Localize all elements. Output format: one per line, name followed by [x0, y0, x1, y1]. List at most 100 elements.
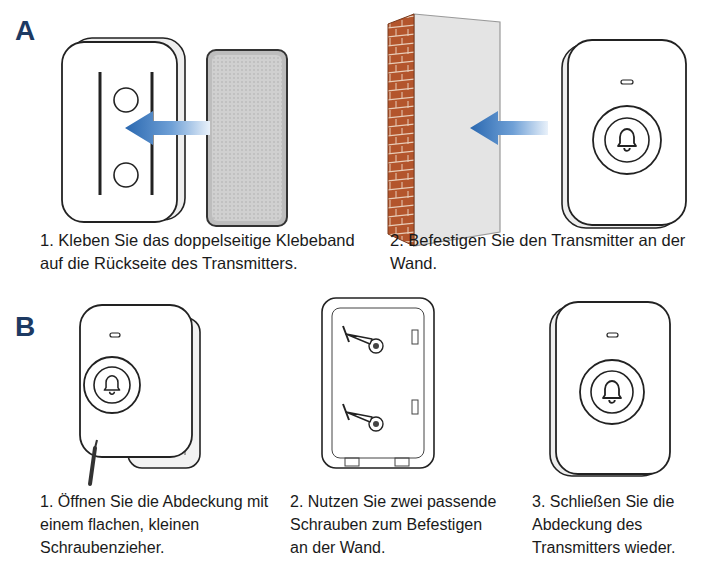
- transmitter-opened: [80, 305, 200, 484]
- illustration-part: [390, 38, 391, 45]
- illustration-part: [386, 223, 416, 226]
- illustration-part: [396, 83, 397, 90]
- illustration-part: [556, 302, 670, 474]
- illustration-part: [386, 88, 416, 91]
- illustration-part: [322, 298, 434, 468]
- illustration-part: [386, 160, 416, 163]
- illustration-part: [95, 440, 97, 448]
- illustration-part: [388, 14, 414, 246]
- illustration-part: [80, 305, 192, 457]
- illustration-part: [386, 25, 416, 28]
- transmitter-closed: [550, 302, 670, 476]
- step-caption: 2. Befestigen Sie den Transmitter an der…: [390, 229, 692, 275]
- illustration-part: [568, 40, 686, 225]
- illustration-part: [343, 404, 349, 420]
- step-caption: 3. Schließen Sie die Abdeckung des Trans…: [532, 490, 704, 559]
- illustration-part: [621, 80, 633, 84]
- illustration-part: [390, 74, 391, 81]
- illustration-part: [110, 333, 120, 337]
- illustration-part: [390, 200, 391, 207]
- illustration-part: [396, 137, 397, 144]
- illustration-part: [591, 371, 633, 413]
- illustration-part: [386, 178, 416, 181]
- illustration-part: [386, 7, 416, 10]
- illustration-part: [212, 55, 282, 221]
- illustration-part: [386, 196, 416, 199]
- step-caption: 1. Kleben Sie das doppelseitige Klebeban…: [40, 229, 382, 275]
- illustration-part: [104, 376, 119, 395]
- illustration-part: [386, 151, 416, 154]
- illustration-part: [396, 11, 397, 18]
- illustration-part: [94, 367, 130, 403]
- step-caption: 1. Öffnen Sie die Abdeckung mit einem fl…: [40, 490, 278, 559]
- illustration-part: [386, 205, 416, 208]
- illustration-part: [125, 111, 210, 145]
- illustration-part: [90, 448, 95, 484]
- back-plate: [322, 298, 434, 468]
- illustration-part: [390, 146, 391, 153]
- illustration-part: [386, 7, 416, 252]
- illustration-part: [396, 155, 397, 162]
- illustration-part: [396, 65, 397, 72]
- illustration-part: [346, 412, 372, 422]
- illustration-part: [390, 92, 391, 99]
- illustration-part: [396, 191, 397, 198]
- illustration-part: [618, 129, 636, 151]
- illustration-part: [580, 360, 644, 424]
- illustration-part: [207, 50, 287, 226]
- illustration-part: [386, 106, 416, 109]
- illustration-part: [386, 52, 416, 55]
- illustration-part: [396, 209, 397, 216]
- illustration-part: [470, 111, 548, 145]
- illustration-part: [386, 61, 416, 64]
- illustration-part: [390, 218, 391, 225]
- illustration-part: [395, 458, 409, 466]
- illustration-part: [114, 88, 138, 112]
- illustration-part: [386, 79, 416, 82]
- illustration-part: [390, 182, 391, 189]
- illustration-part: [386, 142, 416, 145]
- illustration-part: [343, 326, 349, 342]
- section-letter: A: [15, 14, 55, 48]
- illustration-part: [386, 97, 416, 100]
- illustration-part: [396, 119, 397, 126]
- illustration-part: [386, 115, 416, 118]
- illustration-part: [390, 164, 391, 171]
- illustration-part: [396, 29, 397, 36]
- adhesive-pad: [207, 50, 287, 226]
- illustration-part: [332, 308, 424, 458]
- illustration-part: [603, 381, 621, 403]
- illustration-part: [390, 56, 391, 63]
- illustration-part: [390, 110, 391, 117]
- illustration-part: [412, 330, 418, 344]
- illustration-part: [396, 47, 397, 54]
- direction-arrow: [125, 111, 210, 145]
- illustration-part: [345, 458, 359, 466]
- section-letter: B: [15, 310, 55, 344]
- illustration-part: [114, 163, 138, 187]
- illustration-part: [605, 118, 649, 162]
- transmitter-front: [562, 40, 686, 228]
- illustration-part: [386, 169, 416, 172]
- illustration-part: [373, 421, 379, 427]
- illustration-part: [99, 72, 102, 195]
- illustration-part: [386, 133, 416, 136]
- illustration-part: [390, 128, 391, 135]
- illustration-part: [346, 334, 372, 344]
- step-caption: 2. Nutzen Sie zwei passende Schrauben zu…: [290, 490, 500, 559]
- illustration-part: [84, 357, 140, 413]
- illustration-part: [386, 124, 416, 127]
- illustration-part: [593, 106, 661, 174]
- illustration-part: [386, 187, 416, 190]
- illustration-part: [373, 343, 379, 349]
- direction-arrow: [470, 111, 548, 145]
- illustration-part: [386, 214, 416, 217]
- illustration-part: [386, 43, 416, 46]
- illustration-part: [396, 173, 397, 180]
- illustration-part: [607, 333, 618, 337]
- illustration-part: [412, 400, 418, 414]
- illustration-part: [386, 34, 416, 37]
- illustration-part: [396, 101, 397, 108]
- illustration-part: [386, 70, 416, 73]
